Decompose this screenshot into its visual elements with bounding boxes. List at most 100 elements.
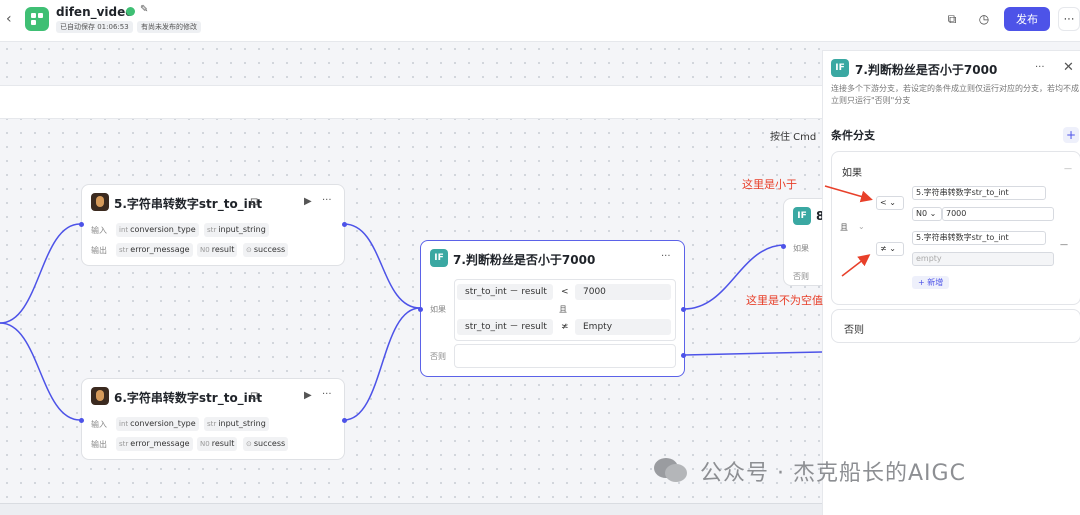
input-label: 输入 — [91, 420, 107, 429]
output-port[interactable] — [342, 222, 347, 227]
edge — [683, 244, 786, 310]
output-port[interactable] — [342, 418, 347, 423]
edge — [343, 223, 421, 309]
unpublished-badge: 有尚未发布的修改 — [137, 21, 201, 33]
remove-icon[interactable]: — — [1060, 240, 1068, 249]
section-title: 条件分支 — [831, 129, 875, 142]
operator-select[interactable]: < ⌄ — [876, 196, 904, 210]
variable-select[interactable]: 5.字符串转数字str_to_int — [912, 231, 1046, 245]
close-icon[interactable]: ✕ — [1063, 60, 1074, 75]
condition-op: ≭ — [561, 322, 569, 332]
property-panel: IF 7.判断粉丝是否小于7000 ··· ✕ 连接多个下游分支，若设定的条件成… — [822, 50, 1080, 515]
collapse-icon[interactable]: — — [1064, 164, 1072, 173]
play-icon[interactable]: ▶ — [304, 196, 312, 207]
canvas-hint: 按住 Cmd — [770, 132, 817, 143]
condition-op: < — [561, 287, 569, 297]
app-title: difen_video — [56, 5, 134, 19]
canvas-band — [0, 85, 822, 119]
if-icon: IF — [793, 207, 811, 225]
more-icon[interactable]: ··· — [322, 389, 332, 400]
back-icon[interactable]: ‹ — [6, 11, 12, 27]
if-label: 如果 — [430, 305, 446, 314]
add-branch-button[interactable]: + — [1063, 127, 1079, 143]
if-label: 如果 — [842, 168, 862, 179]
output-tag: ⊙success — [243, 243, 289, 257]
add-condition-button[interactable]: + 新增 — [912, 276, 950, 289]
and-label: 且 — [840, 223, 848, 232]
saved-check-icon — [126, 7, 135, 16]
else-box — [454, 344, 676, 368]
value-input[interactable]: 7000 — [942, 207, 1054, 221]
top-toolbar: ‹ difen_video ✎ 已自动保存 01:06:53 有尚未发布的修改 … — [0, 0, 1080, 42]
autosave-badge: 已自动保存 01:06:53 — [56, 21, 133, 33]
if-label: 如果 — [793, 244, 809, 253]
operator-select[interactable]: ≭ ⌄ — [876, 242, 904, 256]
condition-right: 7000 — [575, 284, 671, 300]
output-label: 输出 — [91, 246, 107, 255]
chat-icon: ⊡ — [250, 391, 259, 402]
output-port-else[interactable] — [681, 353, 686, 358]
if-icon: IF — [430, 249, 448, 267]
app-logo-icon — [25, 7, 49, 31]
node-title: 6.字符串转数字str_to_int — [114, 391, 263, 405]
arrow — [824, 185, 873, 203]
watermark: 公众号 · 杰克船长的AIGC — [700, 461, 966, 486]
arrow — [841, 254, 871, 277]
output-label: 输出 — [91, 440, 107, 449]
output-tag: ⊙success — [243, 437, 289, 451]
panel-description: 连接多个下游分支，若设定的条件成立则仅运行对应的分支，若均不成立则只运行"否则"… — [831, 84, 1079, 105]
and-label: 且 — [559, 305, 567, 314]
output-port-if[interactable] — [681, 307, 686, 312]
condition-box — [454, 279, 676, 341]
input-label: 输入 — [91, 226, 107, 235]
chevron-down-icon[interactable]: ⌄ — [858, 222, 865, 231]
condition-right: Empty — [575, 319, 671, 335]
else-label: 否则 — [430, 352, 446, 361]
avatar — [91, 387, 109, 405]
input-port[interactable] — [418, 307, 423, 312]
history-icon[interactable]: ◷ — [978, 12, 990, 26]
input-port[interactable] — [781, 244, 786, 249]
annotation-not-empty: 这里是不为空值 — [746, 294, 823, 307]
wechat-logo-icon — [654, 458, 687, 482]
more-icon[interactable]: ··· — [322, 195, 332, 206]
condition-left: str_to_int － result — [457, 319, 553, 335]
play-icon[interactable]: ▶ — [304, 390, 312, 401]
edge — [0, 223, 81, 324]
node-title: 7.判断粉丝是否小于7000 — [453, 253, 596, 267]
condition-left: str_to_int － result — [457, 284, 553, 300]
edge — [0, 322, 81, 421]
variable-select[interactable]: 5.字符串转数字str_to_int — [912, 186, 1046, 200]
copy-icon[interactable]: ⧉ — [947, 12, 957, 26]
else-label: 否则 — [844, 325, 864, 336]
input-port[interactable] — [79, 418, 84, 423]
else-branch-card: 否则 — [831, 309, 1080, 343]
else-label: 否则 — [793, 272, 809, 281]
value-input[interactable]: empty — [912, 252, 1054, 266]
chat-icon: ⊡ — [250, 197, 259, 208]
edit-icon[interactable]: ✎ — [140, 4, 149, 15]
node-title: 8 — [816, 209, 825, 223]
if-icon: IF — [831, 59, 849, 77]
input-port[interactable] — [79, 222, 84, 227]
more-button[interactable]: ··· — [1058, 7, 1080, 31]
publish-button[interactable]: 发布 — [1004, 7, 1050, 31]
more-icon[interactable]: ··· — [1035, 62, 1045, 73]
edge — [343, 307, 421, 421]
node-condition-7[interactable]: IF 7.判断粉丝是否小于7000 ··· 如果 str_to_int － re… — [418, 240, 686, 377]
type-select[interactable]: N0 ⌄ — [912, 207, 942, 221]
annotation-less-than: 这里是小于 — [742, 178, 797, 191]
avatar — [91, 193, 109, 211]
more-icon[interactable]: ··· — [661, 251, 671, 262]
